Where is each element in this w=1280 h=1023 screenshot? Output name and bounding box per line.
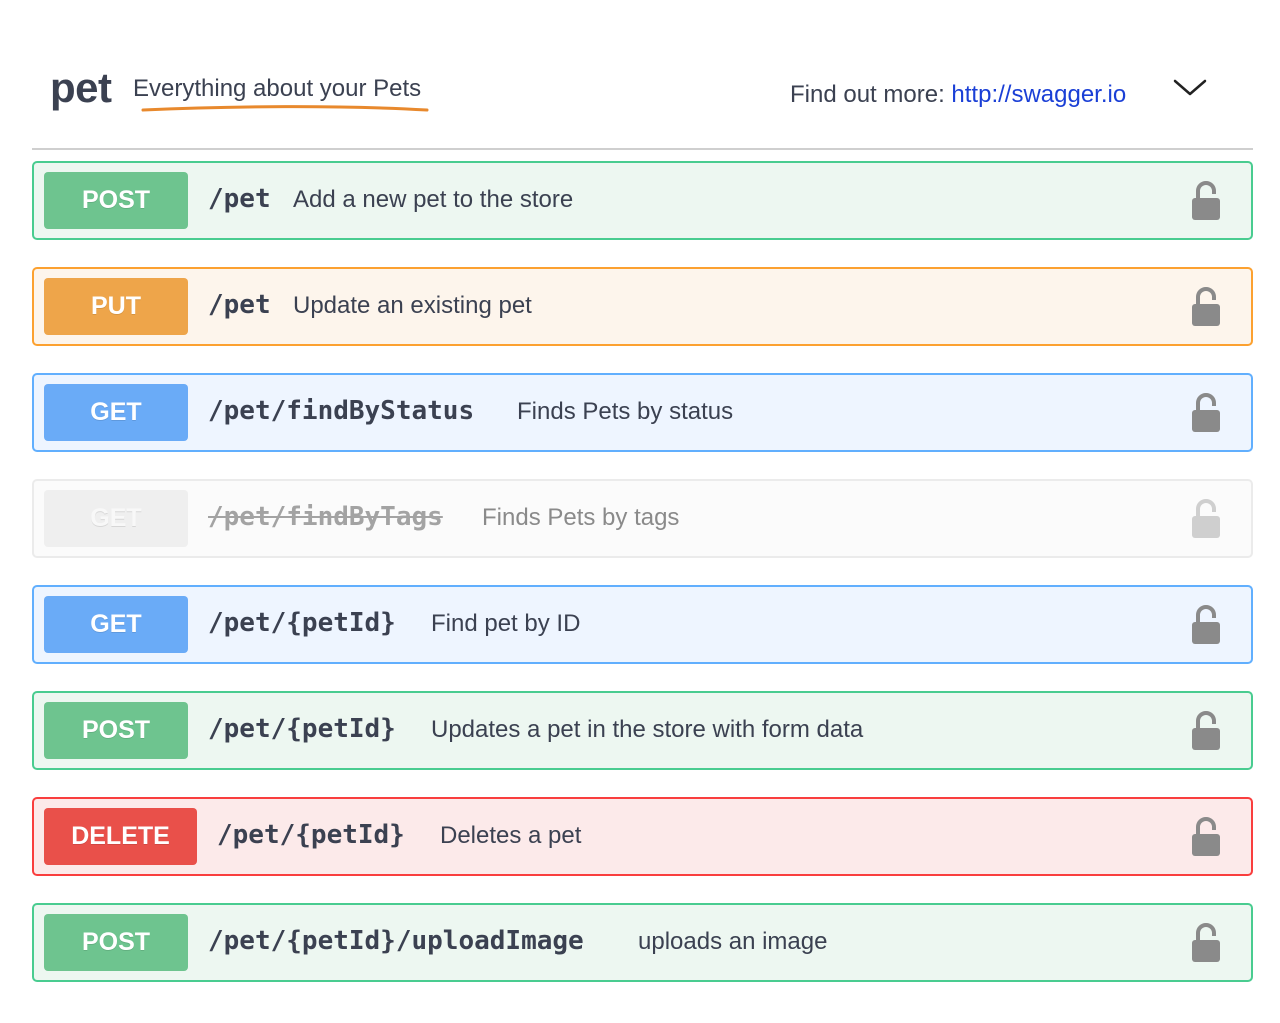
operation-summary: Finds Pets by status <box>517 398 734 425</box>
operation-row[interactable]: POST /pet/{petId} Updates a pet in the s… <box>32 691 1253 770</box>
operation-summary: uploads an image <box>638 928 828 955</box>
tag-section-header[interactable]: pet Everything about your Pets Find out … <box>32 54 1253 150</box>
operation-row[interactable]: POST /pet Add a new pet to the store <box>32 161 1253 240</box>
method-badge-post: POST <box>44 914 188 971</box>
method-badge-delete: DELETE <box>44 808 197 865</box>
operation-summary: Updates a pet in the store with form dat… <box>431 716 864 743</box>
lock-icon[interactable] <box>1191 181 1221 221</box>
operation-row-deprecated[interactable]: GET /pet/findByTags Finds Pets by tags <box>32 479 1253 558</box>
operation-path: /pet/findByTags <box>208 502 443 532</box>
lock-icon[interactable] <box>1191 499 1221 539</box>
tag-description: Everything about your Pets <box>133 75 422 102</box>
operation-row[interactable]: GET /pet/findByStatus Finds Pets by stat… <box>32 373 1253 452</box>
operation-row[interactable]: DELETE /pet/{petId} Deletes a pet <box>32 797 1253 876</box>
lock-icon[interactable] <box>1191 923 1221 963</box>
external-docs: Find out more: http://swagger.io <box>790 81 1126 109</box>
method-badge-post: POST <box>44 172 188 229</box>
operation-summary: Update an existing pet <box>293 292 532 319</box>
operation-path: /pet/{petId} <box>208 608 396 638</box>
method-badge-put: PUT <box>44 278 188 335</box>
operation-path: /pet <box>208 184 271 214</box>
operation-row[interactable]: POST /pet/{petId}/uploadImage uploads an… <box>32 903 1253 982</box>
method-badge-get: GET <box>44 596 188 653</box>
tag-underline-decoration <box>141 105 429 112</box>
operation-path: /pet/{petId} <box>208 714 396 744</box>
operation-row[interactable]: PUT /pet Update an existing pet <box>32 267 1253 346</box>
external-docs-link[interactable]: http://swagger.io <box>951 81 1127 108</box>
operation-summary: Deletes a pet <box>440 822 582 849</box>
chevron-down-icon[interactable] <box>1170 72 1210 102</box>
method-badge-post: POST <box>44 702 188 759</box>
lock-icon[interactable] <box>1191 393 1221 433</box>
operation-summary: Find pet by ID <box>431 610 581 637</box>
lock-icon[interactable] <box>1191 711 1221 751</box>
operation-summary: Add a new pet to the store <box>293 186 574 213</box>
operation-path: /pet/findByStatus <box>208 396 475 426</box>
method-badge-get: GET <box>44 384 188 441</box>
find-more-label: Find out more: <box>790 81 945 108</box>
operation-path: /pet/{petId} <box>217 820 405 850</box>
operation-path: /pet/{petId}/uploadImage <box>208 926 584 956</box>
lock-icon[interactable] <box>1191 287 1221 327</box>
lock-icon[interactable] <box>1191 817 1221 857</box>
operation-row[interactable]: GET /pet/{petId} Find pet by ID <box>32 585 1253 664</box>
tag-name[interactable]: pet <box>50 64 112 111</box>
lock-icon[interactable] <box>1191 605 1221 645</box>
method-badge-get: GET <box>44 490 188 547</box>
operation-summary: Finds Pets by tags <box>482 504 680 531</box>
operation-path: /pet <box>208 290 271 320</box>
